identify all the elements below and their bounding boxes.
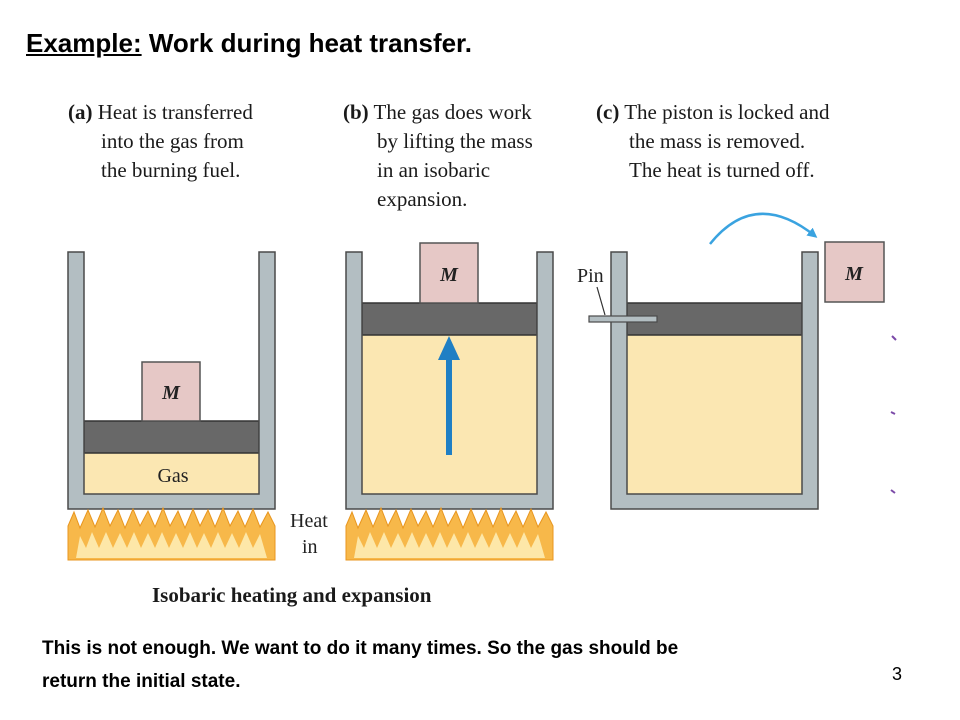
pin-leader-line [596, 286, 606, 316]
panel-c-tag: (c) [596, 100, 620, 124]
edge-marks [890, 335, 897, 494]
panel-a-line-2: into the gas from [101, 129, 244, 153]
remove-mass-arrow [709, 212, 818, 245]
cylinder-b: M [345, 242, 554, 510]
panel-a-tag: (a) [68, 100, 93, 124]
panel-a-line-3: the burning fuel. [101, 158, 241, 182]
piston-b [361, 302, 538, 336]
lift-arrow-head [438, 336, 460, 360]
gas-a [84, 449, 259, 494]
cylinder-a: M Gas [67, 251, 276, 510]
panel-b-tag: (b) [343, 100, 369, 124]
cylinder-c: Pin M [577, 212, 885, 510]
gas-label: Gas [157, 465, 188, 487]
panel-b-line-1: The gas does work [373, 100, 532, 124]
mass-b-label: M [439, 264, 459, 286]
slide-title: Example: Work during heat transfer. [26, 28, 472, 59]
panel-a-caption: (a) Heat is transferred into the gas fro… [68, 98, 253, 185]
pin-label: Pin [577, 265, 604, 287]
note-line-2: return the initial state. [42, 671, 241, 692]
mass-c [824, 241, 885, 303]
flames-b [345, 506, 554, 561]
panel-c-line-2: the mass is removed. [629, 129, 806, 153]
mass-a-label: M [161, 382, 181, 404]
cylinder-b-wall [345, 251, 554, 510]
heat-label-line1: Heat [290, 510, 328, 532]
mass-c-label: M [844, 263, 864, 285]
heat-label-line2: in [302, 536, 318, 558]
piston-a [83, 420, 260, 454]
slide-note: This is not enough. We want to do it man… [42, 632, 678, 698]
title-rest: Work during heat transfer. [141, 28, 472, 58]
cylinder-c-wall [610, 251, 819, 510]
gas-c [627, 335, 802, 494]
slide-number: 3 [892, 664, 903, 684]
panel-b-line-3: in an isobaric [377, 158, 491, 182]
mass-a [141, 361, 201, 422]
lock-pin [588, 315, 658, 323]
panel-c-line-3: The heat is turned off. [629, 158, 815, 182]
panel-b-line-4: expansion. [377, 187, 468, 211]
panel-a-line-1: Heat is transferred [97, 100, 253, 124]
cylinder-a-wall [67, 251, 276, 510]
panel-b-line-2: by lifting the mass [377, 129, 533, 153]
mass-b [419, 242, 479, 304]
title-prefix: Example: [26, 28, 142, 58]
note-line-1: This is not enough. We want to do it man… [42, 638, 679, 659]
figure-caption: Isobaric heating and expansion [152, 583, 432, 607]
flames-a [67, 506, 276, 561]
panel-c-caption: (c) The piston is locked and the mass is… [596, 98, 829, 185]
panel-c-line-1: The piston is locked and [624, 100, 830, 124]
panel-b-caption: (b) The gas does work by lifting the mas… [343, 98, 533, 214]
